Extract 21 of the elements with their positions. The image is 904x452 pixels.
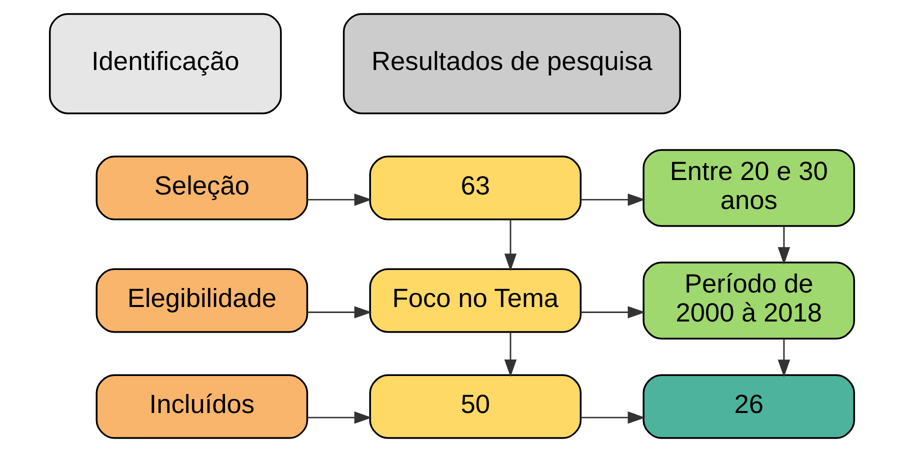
node-box: Seleção [96,156,308,220]
node-box: Foco no Tema [369,268,582,333]
arrow [580,194,646,206]
arrow [778,226,790,265]
node-box: Entre 20 e 30 anos [642,149,856,227]
node-box: 26 [642,374,856,439]
arrow [580,306,646,318]
node-box: Elegibilidade [96,268,308,333]
node-box: 63 [369,156,582,220]
node-box: Incluídos [96,374,308,439]
arrow [504,220,517,272]
arrow [778,338,790,378]
node-box: Identificação [48,13,282,114]
node-box: 50 [369,374,582,439]
arrow [504,332,517,378]
arrow [580,411,646,424]
arrow [307,194,372,206]
arrow [307,411,372,424]
arrow [307,306,372,318]
node-box: Resultados de pesquisa [342,13,681,114]
node-box: Período de 2000 à 2018 [642,262,856,340]
